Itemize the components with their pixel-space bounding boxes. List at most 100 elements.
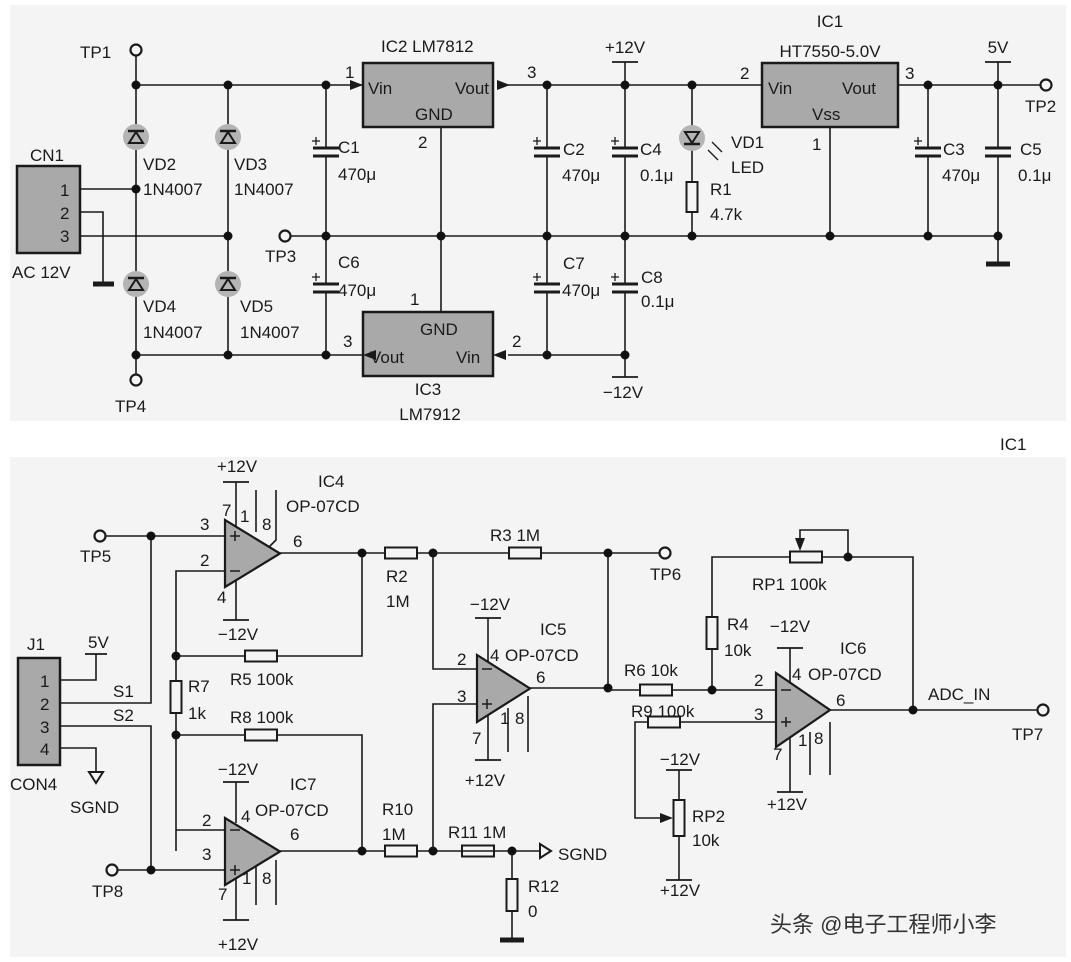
ic6-vneg: −12V <box>770 617 811 636</box>
wire <box>175 570 225 851</box>
ic6-ref: IC6 <box>840 639 866 658</box>
r1-value: 4.7k <box>710 205 743 224</box>
resistor <box>789 550 823 564</box>
junction-dot <box>620 350 630 360</box>
junction-dot <box>223 350 233 360</box>
junction-dot <box>687 231 697 241</box>
vd5-label: VD5 <box>240 297 273 316</box>
plus12v-label: +12V <box>605 38 646 57</box>
vd2-label: VD2 <box>143 155 176 174</box>
wire <box>634 721 776 819</box>
diode-halo <box>215 271 241 297</box>
cn1-connector <box>15 164 82 255</box>
ic3-ref: IC3 <box>415 380 441 399</box>
resistor <box>672 799 686 837</box>
j1-pin-label: 4 <box>40 740 49 759</box>
r9-label: R9 100k <box>631 702 695 721</box>
junction-dot <box>993 231 1003 241</box>
ic3-vin: Vin <box>456 348 480 367</box>
wire <box>60 725 152 870</box>
ic2-pin: 2 <box>418 133 427 152</box>
diode-halo <box>679 125 705 151</box>
ic4-pin: 4 <box>217 588 226 607</box>
j1-pin-label: 1 <box>40 672 49 691</box>
junction-dot <box>171 651 181 661</box>
diode-halo <box>215 124 241 150</box>
resistor <box>647 715 681 729</box>
junction-dot <box>357 548 367 558</box>
r10-label: R10 <box>382 800 413 819</box>
r12-value: 0 <box>528 902 537 921</box>
junction-dot <box>321 80 331 90</box>
capacitor-gap <box>984 148 1012 156</box>
junction-dot <box>436 231 446 241</box>
cn1-pin-label: 2 <box>60 204 69 223</box>
polarity-plus-icon <box>914 137 922 145</box>
ic7-pin: 4 <box>241 807 250 826</box>
vd3-value: 1N4007 <box>234 180 294 199</box>
ic1-part: HT7550-5.0V <box>779 42 881 61</box>
arrow-icon <box>660 813 673 823</box>
c1-value: 470μ <box>338 165 376 184</box>
ic5-pin: 3 <box>457 687 466 706</box>
tp4-label: TP4 <box>115 397 146 416</box>
ic5-pin: 4 <box>490 646 499 665</box>
amplifier-panel <box>10 457 1066 957</box>
ic1-ref: IC1 <box>817 12 843 31</box>
vd3-label: VD3 <box>234 155 267 174</box>
capacitor-gap <box>533 284 561 292</box>
resistor <box>508 546 542 560</box>
r1-label: R1 <box>710 180 732 199</box>
c2-value: 470μ <box>562 166 600 185</box>
j1-label: J1 <box>27 635 45 654</box>
junction-dot <box>843 552 853 562</box>
ic4-pin: 6 <box>293 532 302 551</box>
junction-dot <box>993 80 1003 90</box>
c5-label: C5 <box>1020 140 1042 159</box>
plus-sign-icon <box>781 717 791 727</box>
test-point-terminal <box>129 373 143 387</box>
arrow-icon <box>497 80 510 90</box>
ic2-pin: 3 <box>527 63 536 82</box>
test-point-terminal <box>1036 703 1050 717</box>
ic5-vpos: +12V <box>465 771 506 790</box>
led-icon <box>683 131 701 145</box>
ic3-vout: Vout <box>370 348 404 367</box>
junction-dot <box>542 350 552 360</box>
tp3-label: TP3 <box>265 247 296 266</box>
junction-dot <box>321 350 331 360</box>
ic5-pin: 1 <box>500 709 509 728</box>
junction-dot <box>542 231 552 241</box>
junction-dot <box>603 683 613 693</box>
ic1-pin: 2 <box>740 64 749 83</box>
ic1-vin: Vin <box>768 79 792 98</box>
test-point-terminal <box>658 546 672 560</box>
wire <box>60 747 97 772</box>
capacitor-gap <box>312 148 340 156</box>
capacitor-gap <box>533 148 561 156</box>
j1-5v-label: 5V <box>88 633 109 652</box>
test-point-terminal <box>129 43 143 57</box>
ic2-pin: 1 <box>345 63 354 82</box>
c4-value: 0.1μ <box>640 166 673 185</box>
diode-halo <box>123 271 149 297</box>
ic4-ref: IC4 <box>318 472 344 491</box>
wire <box>432 553 477 670</box>
ic7-part: OP-07CD <box>255 801 329 820</box>
r4-label: R4 <box>727 615 749 634</box>
resistor <box>384 546 418 560</box>
adc-in-label: ADC_IN <box>928 685 990 704</box>
ic6-pin: 1 <box>798 731 807 750</box>
ic6-vpos: +12V <box>767 795 808 814</box>
tp2-label: TP2 <box>1025 97 1056 116</box>
capacitor-gap <box>611 284 639 292</box>
junction-dot <box>171 730 181 740</box>
plus-sign-icon <box>230 531 240 541</box>
tp1-label: TP1 <box>80 43 111 62</box>
ic5-ref: IC5 <box>540 620 566 639</box>
r2-label: R2 <box>386 567 408 586</box>
opamp-triangle <box>223 816 283 887</box>
polarity-plus-icon <box>611 273 619 281</box>
c6-value: 470μ <box>338 281 376 300</box>
r6-label: R6 10k <box>624 661 678 680</box>
